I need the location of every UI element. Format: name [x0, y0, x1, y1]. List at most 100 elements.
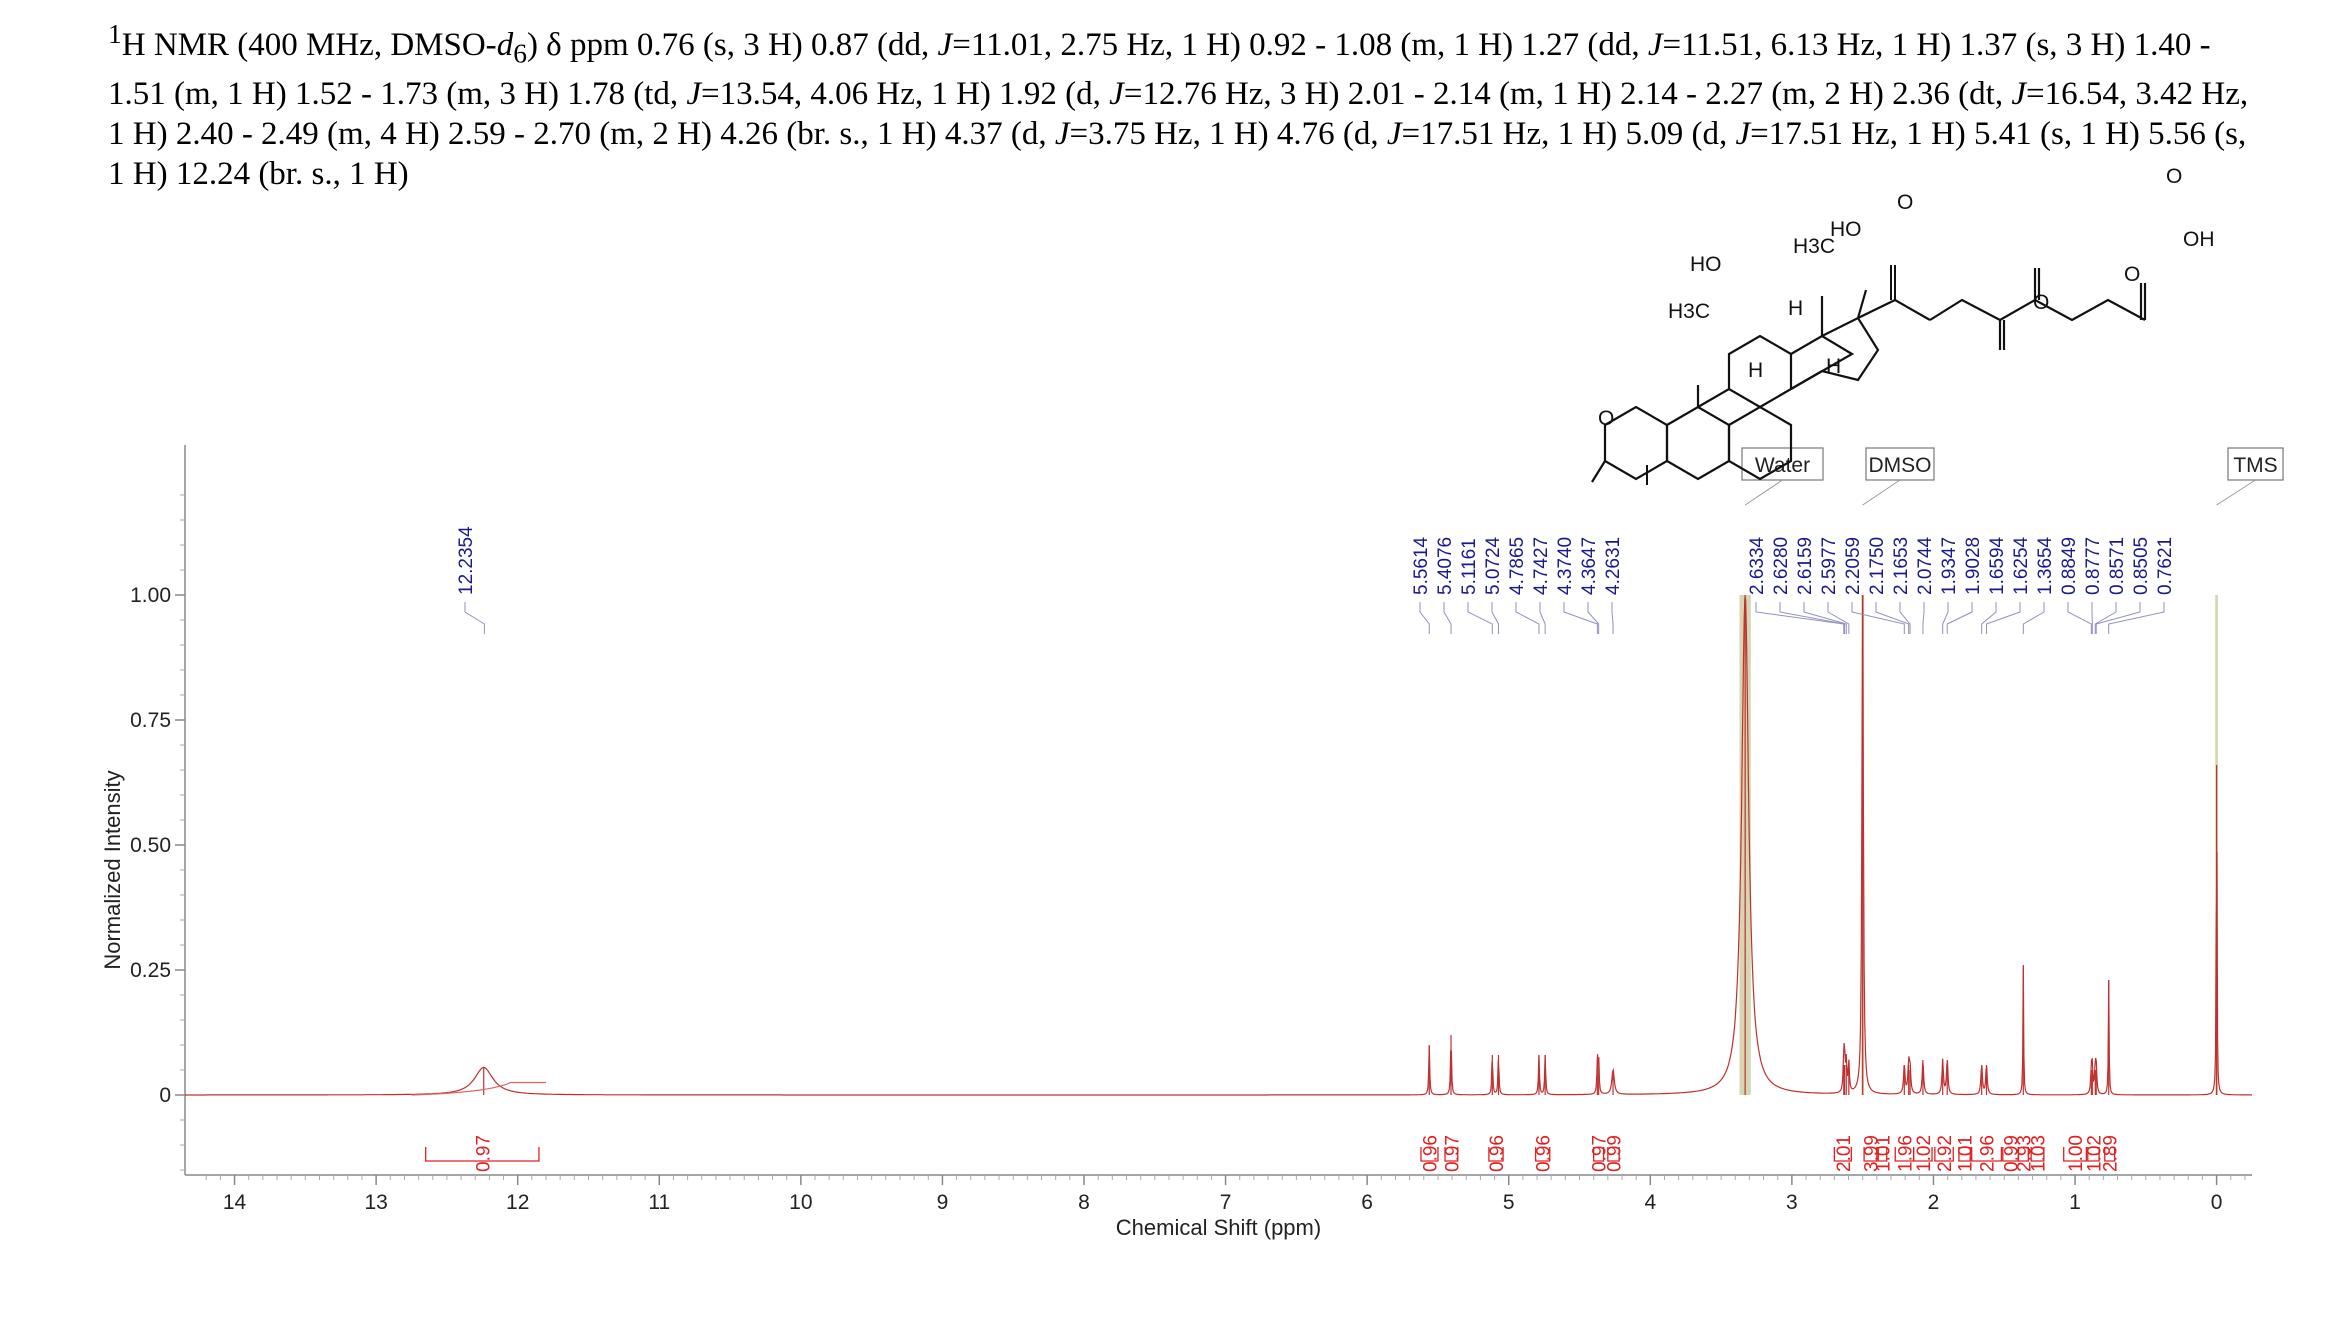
x-tick-label: 13 — [364, 1191, 387, 1214]
peak-label: 2.1653 — [1891, 537, 1912, 595]
integral-bracket — [1863, 1147, 1878, 1162]
integral-curve — [411, 1081, 547, 1096]
caption-part: J — [1735, 115, 1751, 152]
integral-value: 3.99 — [1861, 1135, 1882, 1172]
y-axis-title: Normalized Intensity — [100, 770, 125, 969]
x-tick-label: 2 — [1928, 1191, 1940, 1214]
caption-part: =17.51 Hz, 1 H) 5.09 (d, — [1401, 115, 1736, 152]
x-tick-label: 8 — [1078, 1191, 1090, 1214]
peak-leader — [1851, 602, 1905, 634]
integral-bracket — [425, 1147, 540, 1162]
caption-part: 6 — [513, 37, 527, 69]
x-tick-label: 14 — [223, 1191, 247, 1214]
peak-leader — [1515, 602, 1540, 634]
peak-label: 5.5614 — [1411, 536, 1432, 595]
caption-part: J — [2011, 75, 2026, 112]
solvent-leader — [2216, 479, 2256, 506]
integral-bracket — [1488, 1147, 1504, 1162]
x-tick-label: 9 — [937, 1191, 949, 1214]
peak-label: 4.3740 — [1555, 537, 1576, 595]
peak-label: 1.3654 — [2035, 536, 2056, 595]
integral-value: 0.96 — [1534, 1135, 1555, 1172]
x-axis-title: Chemical Shift (ppm) — [1116, 1215, 1321, 1240]
x-tick-label: 6 — [1361, 1191, 1373, 1214]
caption-part: =12.76 Hz, 3 H) 2.01 - 2.14 (m, 1 H) 2.1… — [1123, 75, 2012, 112]
peak-label: 2.6280 — [1771, 537, 1792, 595]
integral-value: 0.97 — [473, 1135, 494, 1172]
y-tick-label: 0.25 — [130, 959, 171, 982]
caption-part: =11.01, 2.75 Hz, 1 H) 0.92 - 1.08 (m, 1 … — [952, 27, 1648, 63]
peak-leader — [1946, 602, 1973, 634]
integral-bracket — [2087, 1147, 2100, 1162]
caption-part: =13.54, 4.06 Hz, 1 H) 1.92 (d, — [701, 75, 1110, 112]
x-tick-label: 7 — [1220, 1191, 1232, 1214]
solvent-label-box — [1741, 447, 1824, 481]
caption-part: =17.51 Hz, 1 H) 5.41 (s, 1 H) 5.56 (s, 1… — [108, 115, 2247, 192]
spectrum-caption: 1H NMR (400 MHz, DMSO-d6) δ ppm 0.76 (s,… — [108, 14, 2268, 194]
y-tick-label: 0.50 — [130, 834, 171, 857]
peak-leader — [2094, 602, 2117, 634]
structure-atom-label: HO — [1690, 253, 1722, 276]
integral-bracket — [1534, 1147, 1551, 1162]
peak-leader — [1563, 602, 1598, 634]
peak-leader — [2108, 602, 2165, 634]
caption-part: J — [937, 27, 953, 63]
integral-bracket — [1958, 1147, 1971, 1162]
spectrum-line — [185, 595, 2252, 1096]
caption-part: J — [1386, 115, 1402, 152]
peak-leader — [1587, 602, 1600, 634]
peak-label: 1.6594 — [1987, 536, 2008, 595]
x-tick-label: 10 — [789, 1191, 812, 1214]
y-tick-label: 0 — [159, 1084, 171, 1107]
integral-value: 0.97 — [1590, 1135, 1611, 1172]
caption-part: H NMR (400 MHz, DMSO- — [121, 27, 497, 63]
solvent-bands — [1739, 595, 2219, 1095]
peak-label: 2.0744 — [1915, 536, 1936, 595]
x-tick-label: 5 — [1503, 1191, 1515, 1214]
peak-label: 5.1161 — [1459, 538, 1480, 595]
x-tick-label: 3 — [1786, 1191, 1798, 1214]
peak-label: 4.7427 — [1531, 537, 1552, 595]
peak-label: 5.0724 — [1483, 536, 1504, 595]
caption-part: ) δ ppm 0.76 (s, 3 H) 0.87 (dd, — [526, 27, 938, 63]
integral-bracket — [2030, 1147, 2045, 1162]
peak-label: 2.1750 — [1867, 537, 1888, 595]
integral-bracket — [1934, 1147, 1954, 1162]
caption-part: d — [496, 27, 514, 63]
spectrum-trace — [185, 595, 2252, 1096]
peak-label: 0.7621 — [2155, 537, 2176, 595]
integral-value: 1.02 — [1914, 1135, 1935, 1172]
peak-leader — [1611, 602, 1614, 634]
structure-atom-label: H — [1826, 355, 1841, 378]
integral-bracket — [1971, 1147, 2003, 1162]
integral-value: 0.99 — [2002, 1135, 2023, 1172]
peak-leader — [2022, 602, 2045, 634]
peak-leader — [1755, 602, 1845, 634]
solvent-label-box — [2227, 447, 2284, 481]
integral-bracket — [1420, 1147, 1439, 1162]
peak-leader — [1443, 602, 1452, 634]
integral-bracket — [1877, 1147, 1888, 1162]
peak-leader — [1985, 602, 2021, 634]
integral-value: 1.96 — [1895, 1135, 1916, 1172]
peak-label: 2.5977 — [1819, 537, 1840, 595]
integral-value: 2.92 — [1935, 1135, 1956, 1172]
structure-atom-label: O — [1598, 407, 1614, 430]
solvent-label-box — [1865, 447, 1935, 481]
structure-atom-label: O — [1897, 191, 1913, 214]
caption-part: J — [1054, 115, 1070, 152]
peak-leader — [1419, 602, 1430, 634]
molecule-structure — [1591, 265, 2147, 485]
x-tick-label: 12 — [506, 1191, 529, 1214]
integral-value: 1.00 — [2066, 1135, 2087, 1172]
x-tick-label: 11 — [648, 1191, 670, 1214]
solvent-label-text: TMS — [2233, 454, 2277, 477]
peak-label: 1.9028 — [1963, 537, 1984, 595]
integral-bracket — [2063, 1147, 2088, 1162]
peak-label: 4.2631 — [1603, 537, 1624, 595]
structure-atom-label: H3C — [1793, 235, 1835, 258]
integral-bracket — [2104, 1147, 2116, 1162]
integral-value: 1.01 — [1873, 1135, 1894, 1172]
